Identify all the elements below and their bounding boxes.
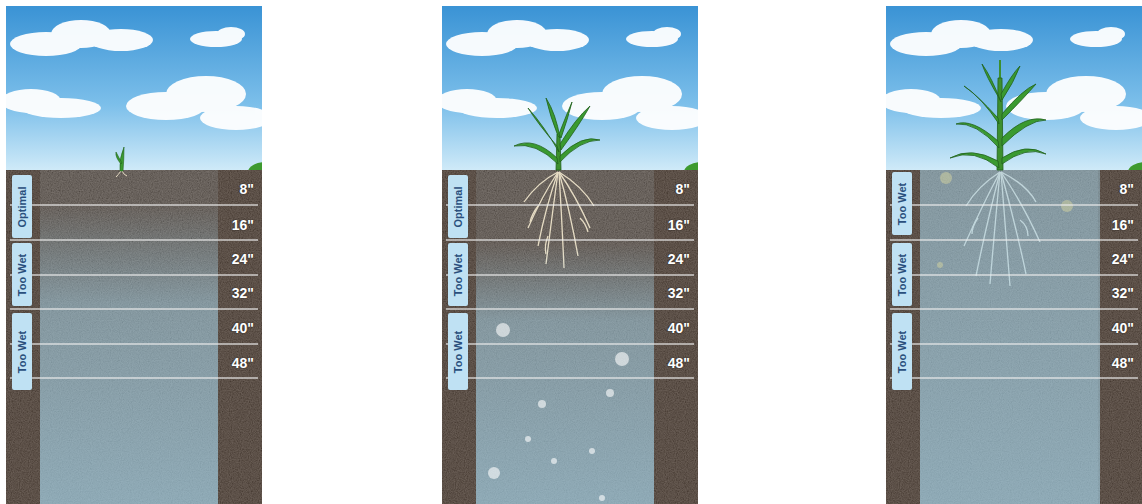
depth-label: 16" [214,217,254,233]
moisture-tab: Optimal [12,175,32,238]
depth-label: 32" [650,285,690,301]
depth-lines [10,205,258,378]
soil [886,170,1142,504]
soil-panel [6,6,262,504]
depth-lines [446,205,694,378]
moisture-tab: Too Wet [892,172,912,235]
moisture-label: Too Wet [452,253,464,295]
moisture-label: Optimal [16,186,28,227]
moisture-tab: Optimal [448,175,468,238]
moisture-label: Too Wet [896,330,908,372]
depth-label: 16" [650,217,690,233]
water-zone [476,170,654,504]
depth-label: 8" [214,181,254,197]
sky [442,6,698,182]
moisture-tab: Too Wet [892,313,912,390]
depth-label: 40" [1094,320,1134,336]
depth-label: 8" [1094,181,1134,197]
air-bubbles [937,172,1073,268]
water-zone [920,170,1100,504]
moisture-label: Too Wet [16,253,28,295]
depth-label: 16" [1094,217,1134,233]
moisture-tab: Too Wet [892,243,912,306]
corn-plant [950,60,1046,170]
depth-label: 24" [1094,251,1134,267]
soil [442,170,698,504]
corn-sprout [116,147,127,177]
depth-label: 40" [650,320,690,336]
depth-label: 32" [214,285,254,301]
depth-label: 32" [1094,285,1134,301]
moisture-tab: Too Wet [448,243,468,306]
moisture-label: Optimal [452,186,464,227]
water-zone [40,170,218,504]
soil-panel [442,6,698,504]
moisture-tab: Too Wet [12,313,32,390]
depth-label: 48" [1094,355,1134,371]
sky [6,6,262,182]
moisture-label: Too Wet [452,330,464,372]
corn-plant [514,98,600,170]
depth-label: 8" [650,181,690,197]
depth-label: 24" [650,251,690,267]
sky [886,6,1142,182]
moisture-label: Too Wet [16,330,28,372]
moisture-tab: Too Wet [12,243,32,306]
soil-panel [886,6,1142,504]
moisture-label: Too Wet [896,253,908,295]
depth-label: 48" [650,355,690,371]
air-bubbles [488,323,629,501]
depth-label: 24" [214,251,254,267]
depth-lines [890,205,1138,378]
moisture-tab: Too Wet [448,313,468,390]
depth-label: 48" [214,355,254,371]
moisture-label: Too Wet [896,182,908,224]
depth-label: 40" [214,320,254,336]
soil [6,170,262,504]
